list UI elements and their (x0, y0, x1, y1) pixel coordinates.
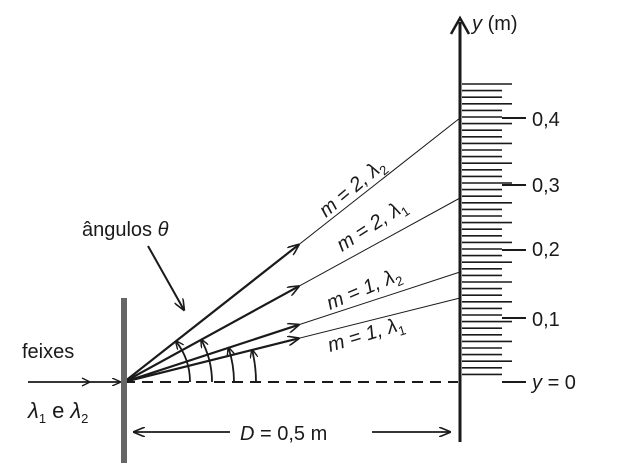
distance-label-bg (230, 418, 372, 444)
angle-arc (229, 348, 235, 383)
ray-arrow (123, 325, 299, 384)
fringe-pattern (462, 83, 512, 376)
tick-label-0-2: 0,2 (532, 239, 560, 261)
incident-beam-arrowhead-2 (81, 377, 92, 387)
ray-label-m1-lambda2: m = 1, λ2 (323, 264, 405, 318)
y-ticks (502, 117, 526, 383)
y-axis-title: y (m) (470, 13, 518, 35)
angles-pointer-arrow (147, 245, 184, 310)
ray-arrow (123, 286, 299, 383)
ray-labels: m = 1, λ1 m = 1, λ2 m = 2, λ1 m = 2, λ2 (315, 159, 412, 360)
tick-label-0-1: 0,1 (532, 309, 560, 331)
angle-arc (201, 340, 213, 383)
distance-label: D = 0,5 m (240, 423, 327, 445)
angle-arc (176, 341, 191, 383)
ray-arrow (123, 245, 299, 383)
ray-arrow (123, 338, 299, 384)
angle-arcs (176, 340, 256, 383)
tick-label-0-3: 0,3 (532, 175, 560, 197)
y-axis-arrowhead (449, 15, 471, 35)
angle-arc (252, 350, 256, 383)
ray-label-m1-lambda1: m = 1, λ1 (325, 313, 408, 360)
diffraction-rays (123, 117, 461, 384)
zero-label: y = 0 (530, 372, 576, 394)
angles-label: ângulos θ (82, 219, 169, 241)
tick-label-0-4: 0,4 (532, 109, 560, 131)
beams-label: feixes (22, 341, 74, 363)
